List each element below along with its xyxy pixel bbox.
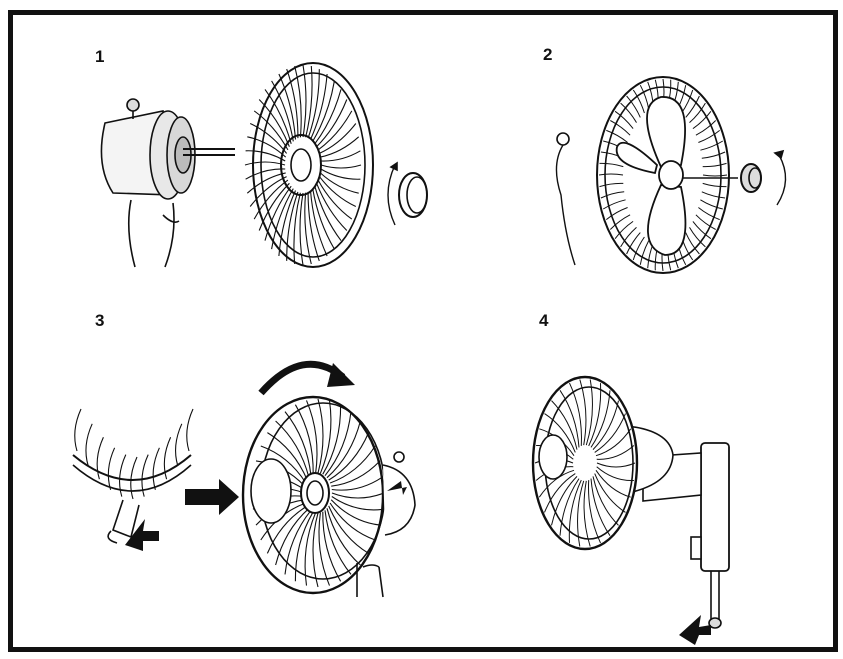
step-2-illustration xyxy=(555,76,787,274)
spinner-cap-icon xyxy=(740,149,787,206)
step-4-illustration xyxy=(531,375,730,645)
rotation-arrow-icon xyxy=(258,360,355,396)
step-3-illustration xyxy=(72,360,416,598)
step-2-number: 2 xyxy=(543,45,553,64)
arrow-icon xyxy=(679,615,711,645)
front-guard-icon xyxy=(241,395,386,595)
fan-blade-icon xyxy=(615,96,687,256)
assembled-fan-icon xyxy=(531,375,674,551)
arrow-icon xyxy=(387,481,407,495)
arrow-icon xyxy=(185,479,239,515)
fan-motor-icon xyxy=(100,98,235,268)
rear-guard-icon xyxy=(596,76,730,274)
step-1-number: 1 xyxy=(95,47,105,66)
step-1-illustration xyxy=(100,62,428,268)
instruction-frame: 1 2 3 4 xyxy=(8,10,838,652)
step-3-number: 3 xyxy=(95,311,105,330)
rear-guard-icon xyxy=(244,62,374,268)
locking-nut-icon xyxy=(387,161,428,226)
guard-clip-icon xyxy=(72,408,194,551)
step-4-number: 4 xyxy=(539,311,549,330)
